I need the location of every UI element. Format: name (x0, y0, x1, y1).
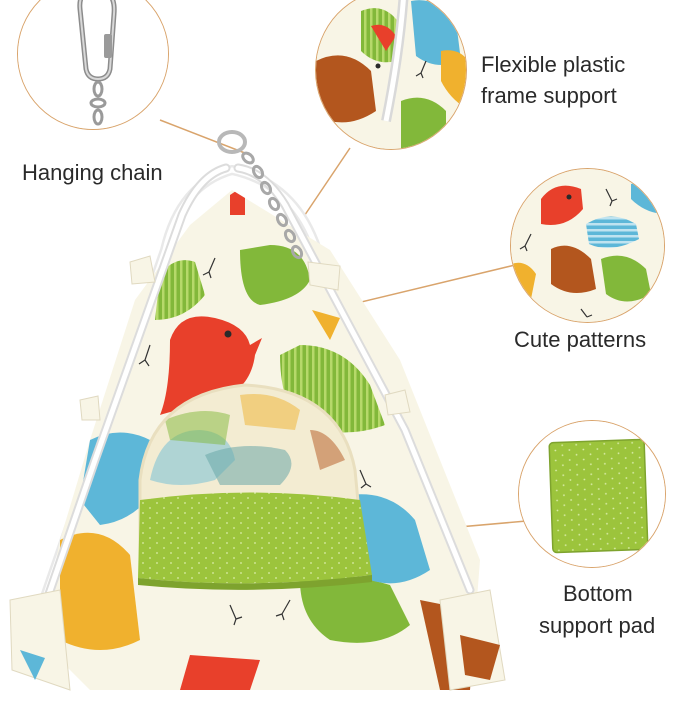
patterns-label: Cute patterns (514, 327, 647, 352)
hanging-chain (241, 151, 304, 260)
chain-leader-line (159, 119, 251, 156)
frame-detail-circle (315, 0, 467, 150)
pad-label-line1: Bottom (563, 581, 633, 606)
frame-support-label-line2: frame support (481, 83, 617, 108)
hanging-chain-label: Hanging chain (22, 160, 163, 185)
carabiner-icon (18, 0, 168, 129)
pad-label-line2: support pad (539, 613, 656, 638)
support-pad-swatch (549, 439, 648, 553)
carabiner-detail-circle (17, 0, 169, 130)
pad-detail-circle (518, 420, 666, 568)
frame-support-label-line1: Flexible plastic (481, 52, 626, 77)
bird-pattern-icon (511, 169, 664, 322)
floor-pad (138, 492, 372, 584)
top-ring (217, 130, 247, 154)
pattern-detail-circle (510, 168, 665, 323)
